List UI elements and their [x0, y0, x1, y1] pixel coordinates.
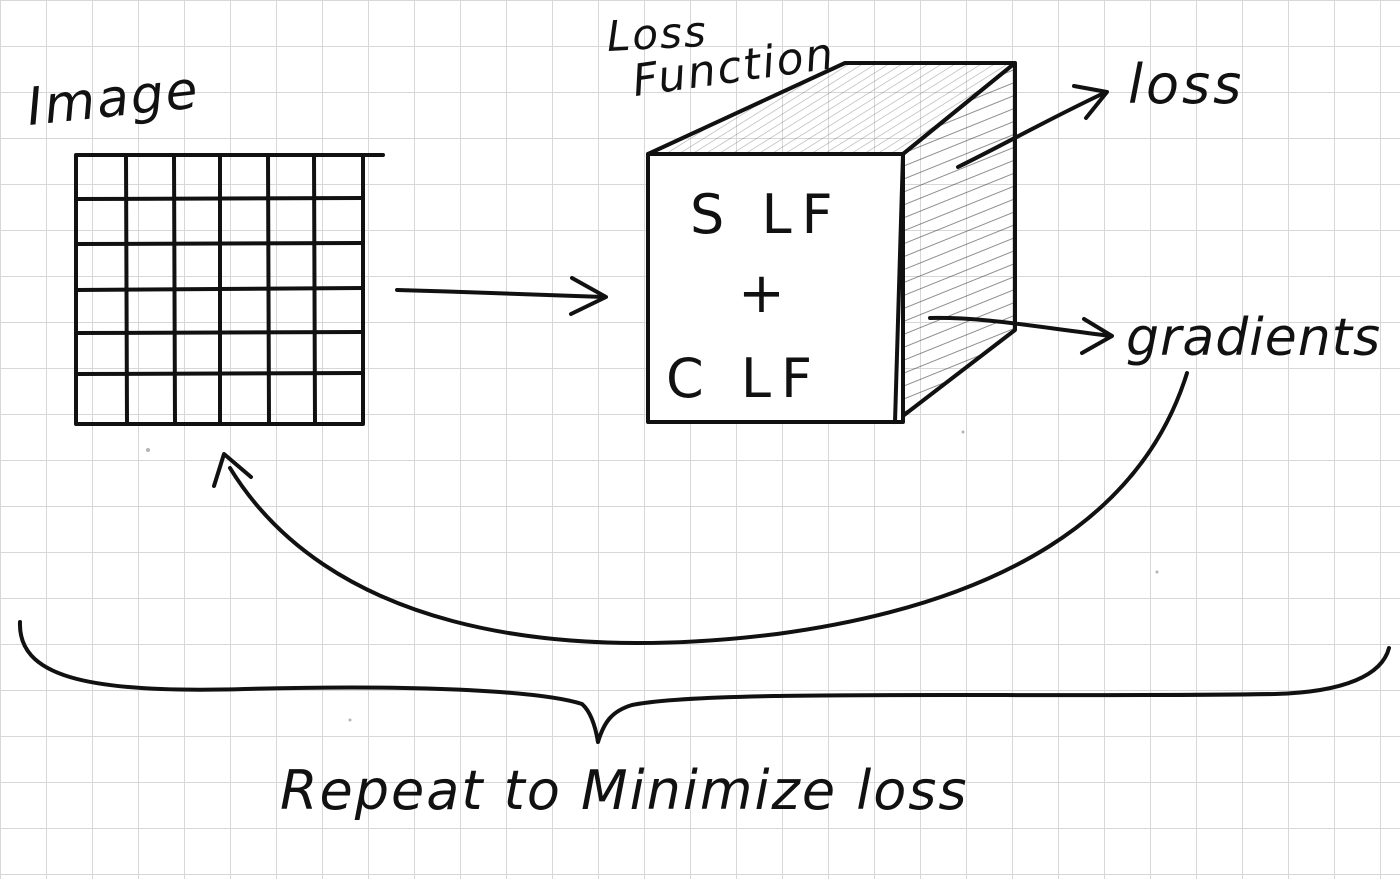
loss-output-arrow [956, 92, 1104, 169]
gradients-output-arrow [928, 315, 1113, 338]
feedback-arrowhead [212, 452, 253, 488]
repeat-brace [17, 620, 1391, 744]
image-to-loss-arrow [395, 288, 606, 299]
image-grid-horizontal-line [74, 286, 365, 292]
image-to-loss-arrowhead [569, 276, 608, 316]
cube-right-edge [893, 152, 905, 424]
paper-speck [348, 718, 352, 722]
loss-function-cube [646, 61, 1017, 424]
paper-speck [146, 448, 150, 452]
plus-label: + [738, 261, 785, 326]
connector-arrows [17, 84, 1391, 744]
image-grid-horizontal-line [74, 196, 365, 201]
repeat-caption: Repeat to Minimize loss [280, 759, 969, 822]
paper-speck [961, 430, 965, 434]
feedback-curve-arrow [228, 371, 1189, 646]
paper-specks [146, 430, 1159, 722]
cube-front-face [646, 152, 905, 424]
image-grid-horizontal-line [74, 371, 365, 376]
image-grid-horizontal-line [74, 241, 365, 246]
loss-output-label: loss [1128, 53, 1245, 116]
gradients-output-arrowhead [1080, 317, 1114, 355]
slf-label: S LF [690, 183, 843, 246]
clf-label: C LF [666, 347, 823, 410]
gradients-output-label: gradients [1126, 308, 1382, 368]
loss-output-arrowhead [1072, 84, 1109, 120]
image-grid [74, 153, 385, 426]
paper-speck [1155, 570, 1159, 574]
image-grid-horizontal-line [74, 330, 365, 335]
